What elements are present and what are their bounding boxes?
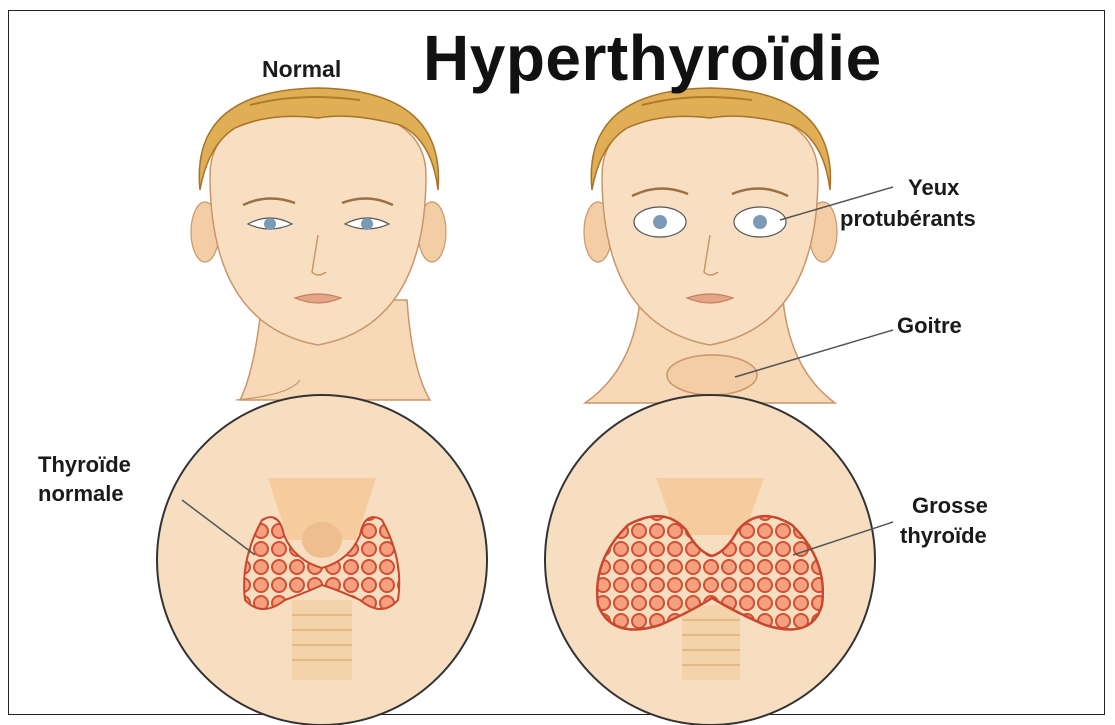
page-title: Hyperthyroïdie (423, 22, 882, 96)
goitre-label: Goitre (897, 313, 962, 338)
grosse-thyroide-label-line1: Grosse (912, 493, 988, 518)
grosse-thyroide-label-line2: thyroïde (900, 523, 987, 548)
thyroide-normale-label-line2: normale (38, 481, 124, 506)
thyroide-normale-label-line1: Thyroïde (38, 452, 131, 477)
yeux-label-line2: protubérants (840, 206, 976, 231)
normal-label: Normal (262, 56, 341, 82)
large-thyroid-circle (545, 395, 875, 725)
yeux-label-line1: Yeux (908, 175, 959, 200)
hyper-face (584, 88, 837, 403)
normal-face (191, 88, 446, 400)
normal-thyroid-circle (157, 395, 487, 725)
